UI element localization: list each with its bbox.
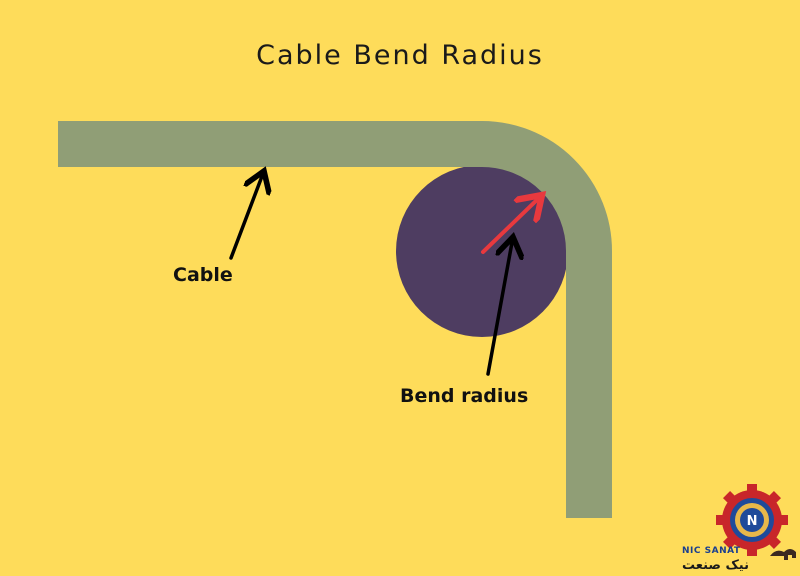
diagram-title: Cable Bend Radius — [256, 40, 544, 71]
cable-label: Cable — [173, 264, 233, 286]
bend-radius-pointer-arrow — [486, 237, 513, 376]
cable-pointer-arrow — [229, 171, 264, 260]
svg-text:N: N — [747, 514, 758, 529]
logo-text-fa: نیک صنعت — [682, 558, 749, 573]
logo-text-en: NIC SANAT — [682, 546, 741, 556]
radius-arrow — [481, 195, 542, 254]
cable — [58, 121, 612, 518]
bend-radius-label: Bend radius — [400, 385, 529, 407]
nic-sanat-logo-icon: N — [716, 484, 796, 560]
